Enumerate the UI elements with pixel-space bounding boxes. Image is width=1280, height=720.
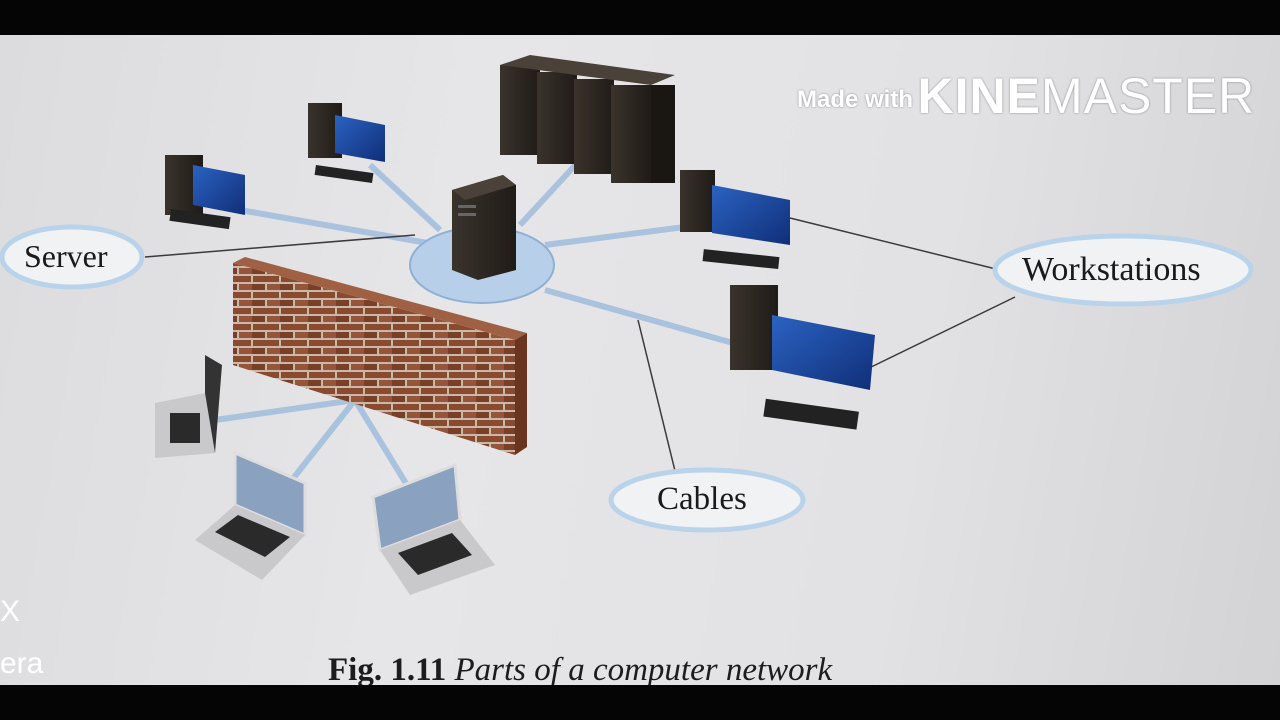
edge-text-1: X [0,595,21,628]
figure-title: Parts of a computer network [454,652,833,685]
cable-to-laptop-1 [214,397,356,423]
watermark-prefix: Made with [797,86,914,113]
server-callout-line [144,234,416,258]
figure-caption: Fig. 1.11 Parts of a computer network [328,652,832,685]
callout-lines [144,217,1016,476]
desktop-computer-icon-2 [308,103,385,183]
central-server-icon [452,175,516,280]
server-label: Server [24,238,108,274]
cable-to-workstation-1 [544,222,701,248]
firewall-wall-icon [233,257,527,455]
cable-to-server-left [239,207,451,250]
workstation-icon-2 [730,285,875,430]
figure-number: Fig. 1.11 [328,652,447,685]
workstation-callout-line-1 [789,217,1001,271]
watermark-brand-light: MASTER [1040,68,1256,124]
workstation-callout-line-2 [864,296,1016,371]
workstations-cloud [992,233,1254,307]
letterbox-top [0,0,1280,35]
cable-to-storage [517,157,583,228]
laptop-icon-1 [155,355,222,458]
cable-to-laptop-3 [352,398,413,492]
cable-to-server-top [367,162,443,233]
laptop-icon-3 [371,462,495,595]
cable-to-workstation-2 [544,287,741,348]
textbook-page: Server Workstations Cables Fig. 1.11 Par… [0,35,1280,685]
workstations-label: Workstations [1022,251,1201,288]
kinemaster-watermark: Made with KINEMASTER [797,67,1255,125]
watermark-brand-bold: KINE [917,68,1041,124]
letterbox-bottom [0,685,1280,720]
workstation-icon-1 [680,170,790,270]
cables-callout-line [637,319,677,476]
edge-text-2: era [0,647,44,680]
cables-cloud [608,467,806,533]
laptop-icon-2 [195,450,307,580]
server-cloud [0,224,145,290]
cable-lines [214,157,741,497]
server-rack-icon [500,55,675,183]
network-diagram [0,55,1254,595]
desktop-computer-icon-1 [165,155,245,230]
cables-label: Cables [657,481,747,517]
